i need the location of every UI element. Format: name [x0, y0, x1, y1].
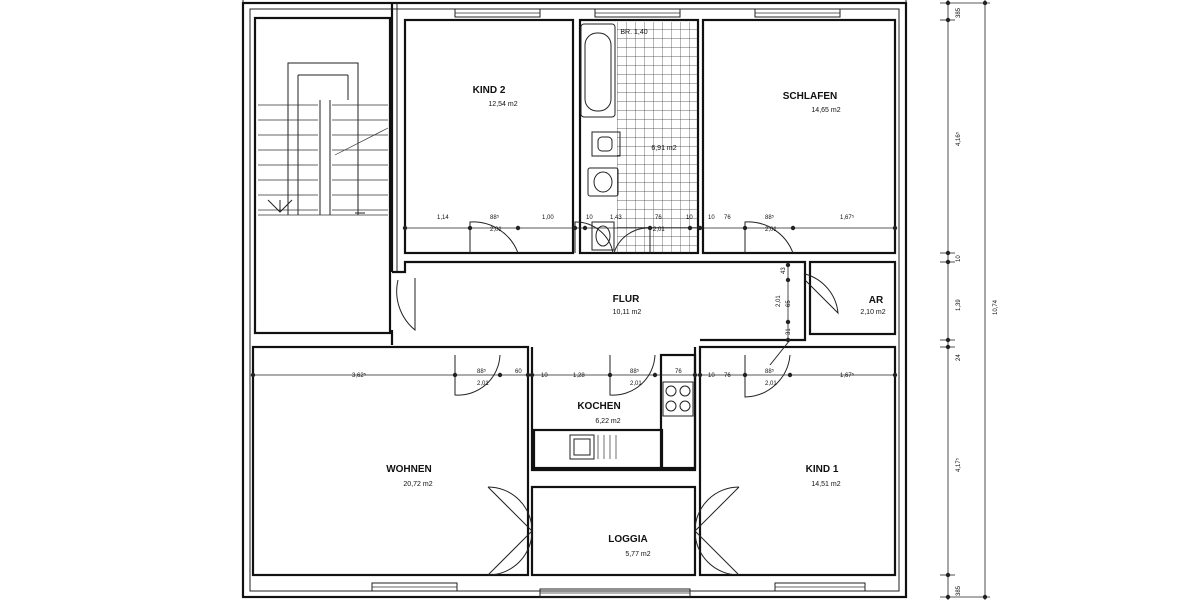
washbasin — [591, 221, 615, 251]
dim-label: 88⁵ — [490, 214, 500, 221]
doors — [396, 221, 839, 576]
room-name-loggia: LOGGIA — [608, 534, 647, 545]
dim-label: 1,67⁵ — [840, 372, 855, 379]
dim-label: 1,39 — [956, 299, 962, 311]
room-area-bad: 6,91 m2 — [651, 145, 676, 152]
toilet — [591, 131, 621, 157]
room-area-kind2: 12,54 m2 — [488, 101, 517, 108]
room-area-schlafen: 14,65 m2 — [811, 107, 840, 114]
room-name-ar: AR — [869, 295, 884, 306]
room-name-kind1: KIND 1 — [806, 464, 839, 475]
room-name-schlafen: SCHLAFEN — [783, 91, 837, 102]
dim-label: 2,01 — [776, 295, 782, 307]
dim-label: 43 — [781, 267, 787, 274]
dim-label: 10 — [956, 255, 962, 262]
room-name-kind2: KIND 2 — [473, 85, 506, 96]
dim-label: 88⁵ — [630, 368, 640, 375]
outer-walls — [241, 0, 908, 599]
dim-label: 88⁵ — [765, 214, 775, 221]
bidet — [587, 167, 619, 197]
dim-label: 10 — [708, 373, 715, 379]
dim-label: 385 — [956, 7, 962, 18]
dim-label: 2,01 — [490, 227, 502, 233]
dim-label: 76 — [724, 215, 731, 221]
dim-label: 1,00 — [542, 215, 554, 221]
dim-label: 76 — [675, 369, 682, 375]
dim-label: 2,01 — [653, 227, 665, 233]
dim-label: 2,01 — [477, 381, 489, 387]
dim-label: 76 — [724, 373, 731, 379]
dimension-lines — [250, 0, 990, 600]
dim-total: 10,74 — [993, 299, 999, 315]
kitchen-fixtures — [532, 353, 697, 470]
dim-label: 1,67⁵ — [840, 214, 855, 221]
dimension-labels-lower: 3,62⁵ 88⁵ 2,01 60 10 1,28 88⁵ 2,01 76 10… — [352, 368, 855, 387]
dim-label: 1,28 — [573, 373, 585, 379]
room-name-flur: FLUR — [613, 294, 640, 305]
dim-label: 2,01 — [765, 381, 777, 387]
room-name-wohnen: WOHNEN — [386, 464, 432, 475]
dim-label: 10 — [586, 215, 593, 221]
room-labels: KIND 2 12,54 m2 SCHLAFEN 14,65 m2 BR. 1,… — [386, 29, 886, 558]
bathroom-tiles — [617, 22, 698, 253]
room-name-kochen: KOCHEN — [577, 401, 620, 412]
dim-label: 24 — [956, 354, 962, 361]
bath-label: BR. 1,40 — [620, 29, 647, 36]
dim-label: 1,43 — [610, 215, 622, 221]
dimension-labels-right: 385 4,16⁵ 10 1,39 24 4,17⁵ 385 10,74 — [955, 7, 999, 596]
dimension-labels-flur: 43 65 2,01 31 — [776, 267, 792, 335]
room-area-wohnen: 20,72 m2 — [403, 481, 432, 488]
room-area-flur: 10,11 m2 — [613, 309, 642, 316]
dim-label: 10 — [708, 215, 715, 221]
dim-label: 88⁵ — [477, 368, 487, 375]
dim-label: 65 — [786, 300, 792, 307]
bathtub — [580, 23, 616, 118]
dim-label: 60 — [515, 369, 522, 375]
dim-label: 88⁵ — [765, 368, 775, 375]
room-area-kochen: 6,22 m2 — [595, 418, 620, 425]
staircase — [253, 16, 392, 335]
dim-label: 31 — [786, 328, 792, 335]
interior-walls — [251, 3, 897, 577]
dim-label: 2,01 — [765, 227, 777, 233]
dim-label: 4,16⁵ — [955, 131, 962, 146]
dimension-labels-upper: 1,14 88⁵ 2,01 1,00 10 1,43 76 2,01 10 10… — [437, 214, 855, 233]
room-area-loggia: 5,77 m2 — [625, 551, 650, 558]
dim-label: 76 — [655, 215, 662, 221]
dim-label: 3,62⁵ — [352, 372, 367, 379]
room-area-ar: 2,10 m2 — [860, 309, 885, 316]
dim-label: 4,17⁵ — [955, 457, 962, 472]
dim-label: 385 — [956, 585, 962, 596]
dim-label: 1,14 — [437, 215, 449, 221]
dim-label: 2,01 — [630, 381, 642, 387]
dim-label: 10 — [686, 215, 693, 221]
windows — [371, 8, 866, 598]
room-area-kind1: 14,51 m2 — [811, 481, 840, 488]
dim-label: 10 — [541, 373, 548, 379]
